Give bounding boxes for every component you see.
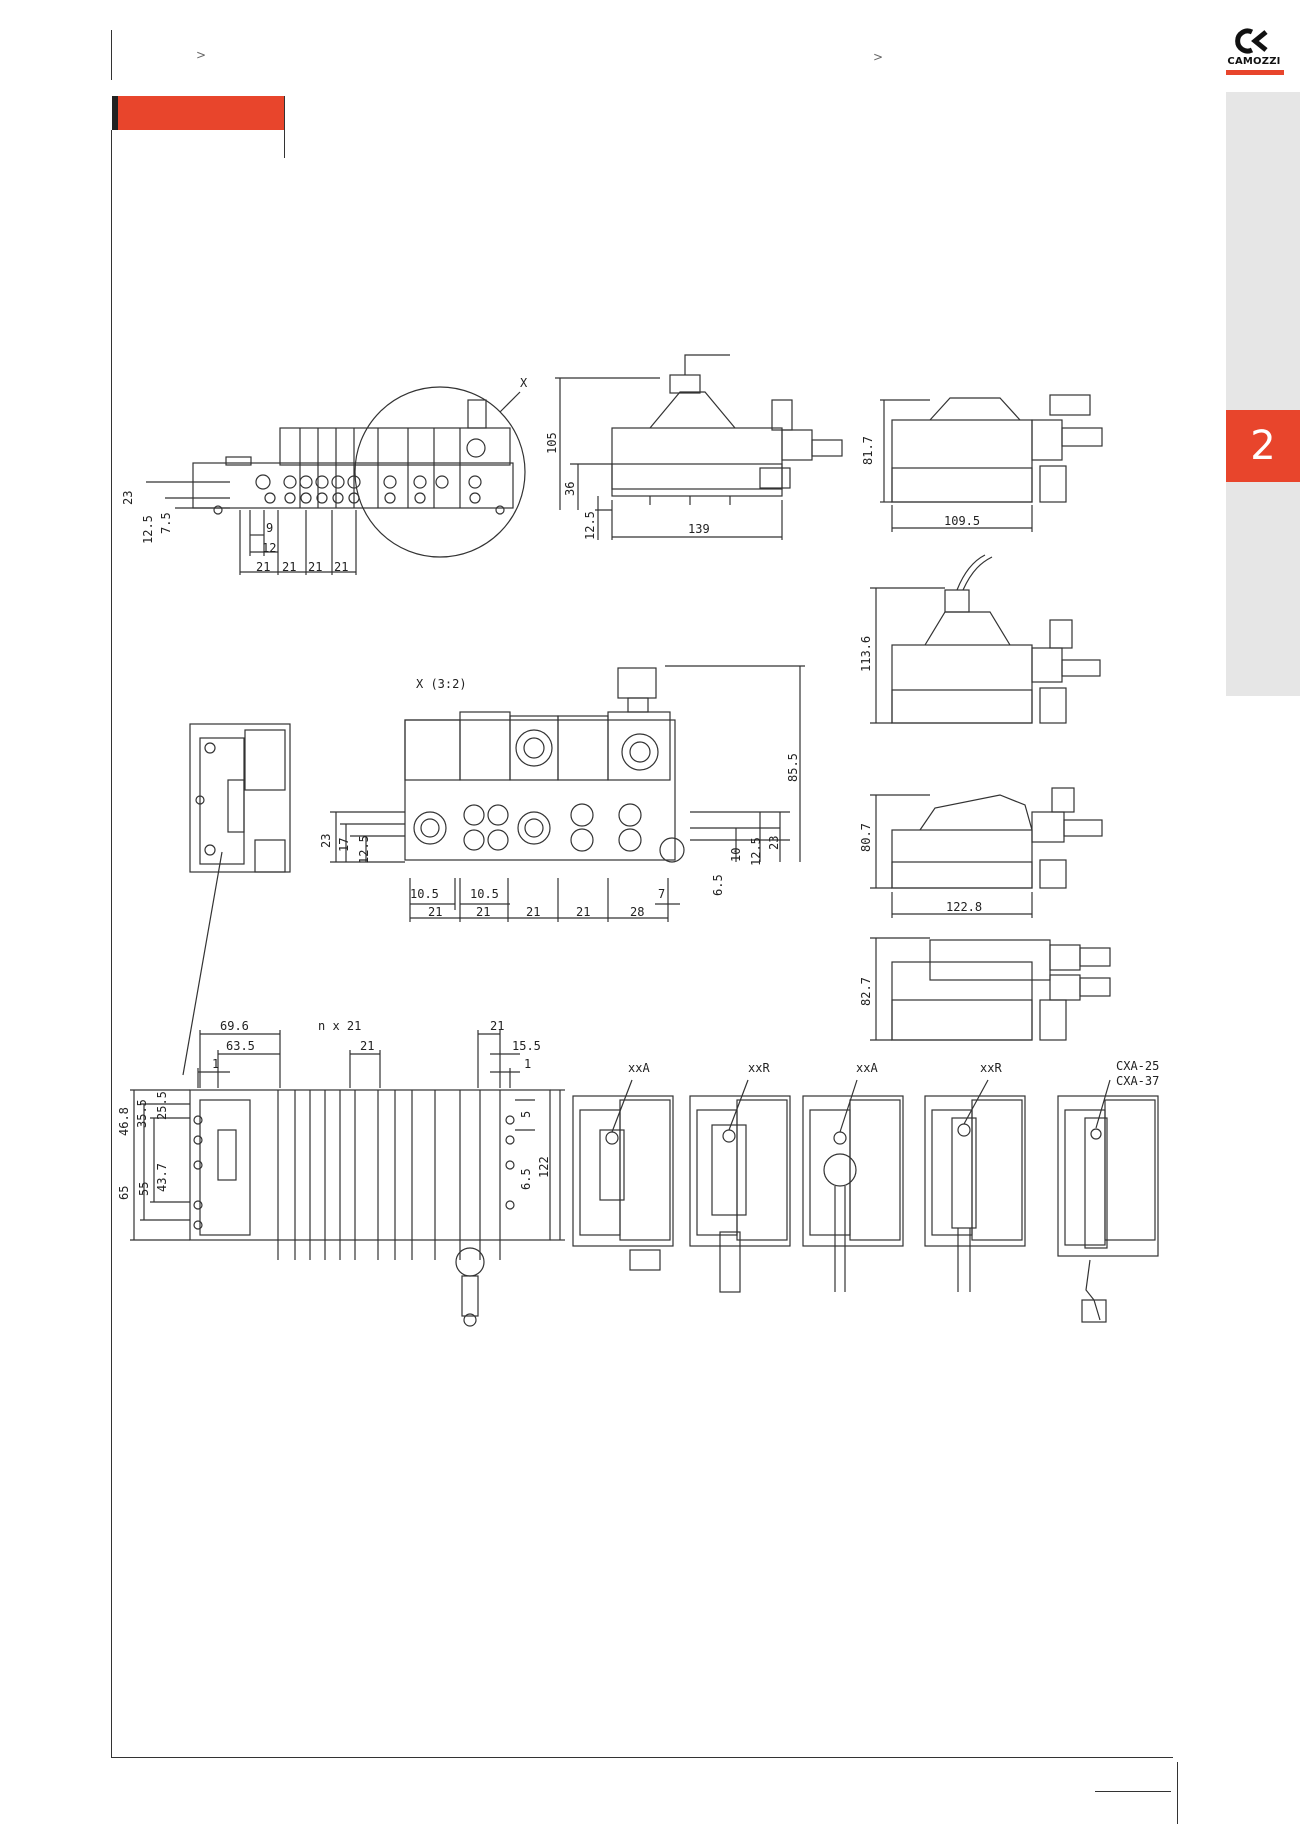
left-page-line: [111, 130, 112, 1758]
dim-bottom-43-7: 43.7: [155, 1163, 169, 1192]
dim-top-mid-12-5: 12.5: [583, 511, 597, 540]
breadcrumb-marker-right: >: [873, 50, 884, 64]
dim-bottom-46-8: 46.8: [117, 1107, 131, 1136]
dim-detail-12-5-right: 12.5: [749, 837, 763, 866]
dim-detail-10-5-b: 10.5: [470, 887, 499, 901]
drawing-variant-5: [1057, 1079, 1159, 1323]
dim-top-left-23: 23: [121, 491, 135, 505]
dim-detail-7: 7: [658, 887, 665, 901]
drawing-detail-x: [330, 665, 805, 922]
drawing-side-view-4: [870, 937, 1111, 1041]
dim-top-mid-105: 105: [545, 432, 559, 454]
dim-top-mid-139: 139: [688, 522, 710, 536]
drawing-side-view-3: [870, 787, 1103, 918]
bottom-right-tick: [1177, 1762, 1178, 1824]
drawing-side-view-2: [870, 554, 1101, 724]
breadcrumb-marker-left: >: [196, 48, 207, 62]
dim-bottom-6-5: 6.5: [519, 1168, 533, 1190]
dim-bottom-69-6: 69.6: [220, 1019, 249, 1033]
header-divider: [284, 96, 285, 158]
dim-top-left-21-c: 21: [308, 560, 322, 574]
dim-detail-12-5-left: 12.5: [357, 835, 371, 864]
camozzi-logo-text: CAMOZZI: [1227, 56, 1281, 67]
dim-top-left-12: 12: [262, 541, 276, 555]
dim-top-left-7-5: 7.5: [159, 512, 173, 534]
drawing-manifold-side: [146, 386, 526, 575]
dim-bottom-5: 5: [519, 1111, 533, 1118]
label-variant-4-xxr: xxR: [980, 1061, 1002, 1075]
dim-bottom-1-left: 1: [212, 1057, 219, 1071]
dim-bottom-n-x-21: n x 21: [318, 1019, 361, 1033]
dim-detail-28: 28: [630, 905, 644, 919]
drawing-manifold-top: [130, 1030, 565, 1327]
dim-bottom-21-right: 21: [490, 1019, 504, 1033]
dim-bottom-25-5: 25.5: [155, 1091, 169, 1120]
dim-detail-21-d: 21: [576, 905, 590, 919]
dim-bottom-15-5: 15.5: [512, 1039, 541, 1053]
dim-detail-23-left: 23: [319, 834, 333, 848]
dim-top-right-81-7: 81.7: [861, 436, 875, 465]
drawing-variant-2: [689, 1079, 791, 1293]
dim-detail-21-a: 21: [428, 905, 442, 919]
dim-top-left-21-a: 21: [256, 560, 270, 574]
dim-detail-6-5: 6.5: [711, 874, 725, 896]
dim-top-left-21-b: 21: [282, 560, 296, 574]
dim-right3-122-8: 122.8: [946, 900, 982, 914]
bottom-page-line: [111, 1757, 1173, 1758]
camozzi-logo-mark-icon: [1235, 28, 1268, 54]
section-header-bar: [112, 96, 284, 130]
dim-detail-10: 10: [729, 848, 743, 862]
side-tab: [1226, 92, 1300, 696]
label-variant-5-cxa-37: CXA-37: [1116, 1074, 1159, 1088]
dim-top-left-9: 9: [266, 521, 273, 535]
section-header-accent: [112, 96, 118, 130]
camozzi-logo-bar: [1226, 70, 1284, 75]
drawing-front-view-1: [555, 354, 843, 540]
dim-bottom-21-mid: 21: [360, 1039, 374, 1053]
dim-detail-21-b: 21: [476, 905, 490, 919]
dim-detail-10-5-a: 10.5: [410, 887, 439, 901]
side-tab-section-number[interactable]: 2: [1226, 410, 1300, 482]
label-variant-1-xxa: xxA: [628, 1061, 650, 1075]
label-variant-2-xxr: xxR: [748, 1061, 770, 1075]
camozzi-logo: CAMOZZI: [1222, 28, 1286, 75]
dim-bottom-35-5: 35.5: [135, 1099, 149, 1128]
dim-top-mid-36: 36: [563, 482, 577, 496]
dim-top-right-109-5: 109.5: [944, 514, 980, 528]
dim-top-left-21-d: 21: [334, 560, 348, 574]
drawing-end-plate: [182, 723, 291, 1076]
dim-right2-113-6: 113.6: [859, 636, 873, 672]
drawing-variant-1: [572, 1079, 674, 1271]
drawing-variant-4: [924, 1079, 1026, 1292]
page-number-line: [1095, 1791, 1171, 1792]
dim-right3-80-7: 80.7: [859, 823, 873, 852]
dim-detail-17: 17: [337, 838, 351, 852]
dim-right4-82-7: 82.7: [859, 977, 873, 1006]
label-detail-x: X (3:2): [416, 677, 467, 691]
dim-bottom-55: 55: [137, 1182, 151, 1196]
dim-detail-21-c: 21: [526, 905, 540, 919]
label-variant-5-cxa-25: CXA-25: [1116, 1059, 1159, 1073]
left-margin-line: [111, 30, 112, 80]
drawing-variant-3: [802, 1079, 904, 1292]
label-top-left-x: X: [520, 376, 528, 390]
dim-bottom-122: 122: [537, 1156, 551, 1178]
dim-detail-23-right: 23: [767, 836, 781, 850]
dim-bottom-63-5: 63.5: [226, 1039, 255, 1053]
drawing-side-view-1: [880, 394, 1103, 532]
dim-detail-85-5: 85.5: [786, 753, 800, 782]
dim-bottom-65: 65: [117, 1186, 131, 1200]
dim-bottom-1-right: 1: [524, 1057, 531, 1071]
label-variant-3-xxa: xxA: [856, 1061, 878, 1075]
dim-top-left-12-5: 12.5: [141, 515, 155, 544]
